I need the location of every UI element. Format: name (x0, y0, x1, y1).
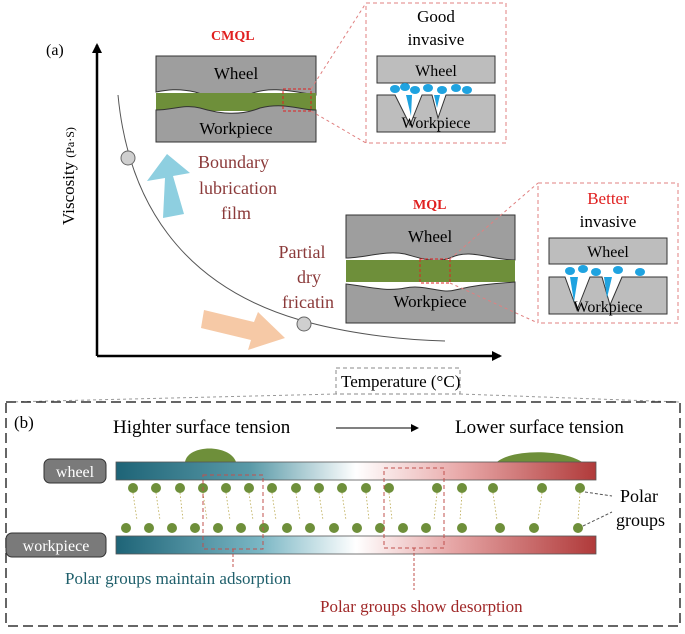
polar-groups-bottom (121, 523, 583, 533)
mql-zoom-line-bottom (449, 282, 539, 324)
wheel-tag (43, 458, 107, 484)
cmql-zoom-workpiece-label: Workpiece (402, 115, 471, 132)
zoom-connector-right (459, 393, 681, 403)
mql-contact-diagram: Wheel Workpiece (345, 214, 516, 324)
panel-b: (b) Highter surface tension Lower surfac… (5, 401, 681, 627)
polar-groups-top (128, 483, 585, 493)
wheel-surface-bar (115, 461, 597, 481)
x-axis-label-box (335, 367, 461, 395)
dry-friction-arrow (201, 310, 285, 350)
polar-groups-label-1: Polar (620, 486, 658, 506)
polar-pointer-bottom (582, 511, 613, 527)
polar-pointer-top (584, 491, 613, 497)
cmql-contact-diagram: Wheel Workpiece (155, 55, 317, 143)
higher-tension-label: Highter surface tension (113, 417, 291, 438)
polar-groups-label-2: groups (616, 510, 665, 530)
polar-chains (132, 492, 581, 521)
cmql-zoom-workpiece (376, 94, 496, 133)
dry-friction-label-1: Partial (279, 242, 326, 262)
cmql-zoom-wheel (376, 55, 496, 84)
mql-zoom-panel: Better invasive Wheel Workpiece (537, 182, 679, 324)
boundary-film-arrow (147, 154, 190, 218)
workpiece-tag-label: workpiece (23, 538, 90, 555)
dry-friction-label-3: fricatin (282, 292, 334, 312)
y-axis-label: Viscosity(Pa·S) (59, 127, 78, 225)
mql-wheel-label: Wheel (408, 227, 453, 246)
adsorption-caption: Polar groups maintain adsorption (65, 569, 292, 588)
mql-workpiece (345, 281, 516, 324)
cmql-droplets (390, 83, 472, 116)
cmql-zoom-panel: Good invasive Wheel Workpiece (365, 2, 507, 144)
mql-point-marker (296, 316, 312, 332)
cmql-title: CMQL (211, 29, 255, 44)
cmql-point-marker (120, 150, 136, 166)
mql-zoom-line-top (449, 182, 539, 260)
mql-zoom-wheel (548, 237, 668, 265)
boundary-film-label-1: Boundary (198, 152, 269, 172)
cmql-wheel-label: Wheel (214, 64, 259, 83)
dry-friction-label-2: dry (297, 267, 321, 287)
low-tension-droplet (497, 452, 582, 462)
mql-workpiece-label: Workpiece (393, 292, 466, 311)
mql-zoom-title-1: Better (587, 189, 629, 208)
mql-droplets (565, 265, 645, 302)
lower-tension-label: Lower surface tension (455, 417, 624, 438)
panel-a-label: (a) (46, 42, 64, 59)
x-axis-label: Temperature (°C) (341, 372, 460, 391)
workpiece-tag (5, 532, 107, 558)
mql-zoom-wheel-label: Wheel (587, 244, 629, 261)
high-tension-droplet (185, 448, 236, 462)
workpiece-surface-bar (115, 535, 597, 555)
mql-zoom-workpiece (548, 276, 668, 315)
zoom-connector-left (7, 393, 337, 403)
panel-b-label: (b) (14, 413, 34, 432)
mql-zoom-title-2: invasive (580, 212, 637, 231)
cmql-zoom-title-1: Good (417, 7, 455, 26)
mql-title: MQL (413, 198, 446, 213)
cmql-zoom-line-bottom (310, 110, 367, 144)
panel-a: (a) Viscosity(Pa·S) Temperature (°C) CMQ… (46, 2, 679, 395)
cmql-zoom-line-top (310, 2, 367, 90)
desorption-caption: Polar groups show desorption (320, 597, 523, 616)
cmql-workpiece (155, 105, 317, 143)
cmql-workpiece-label: Workpiece (199, 119, 272, 138)
panel-b-frame (5, 401, 681, 627)
mql-oil-film (346, 260, 515, 282)
boundary-film-label-2: lubrication (199, 178, 277, 198)
viscosity-curve (117, 94, 446, 342)
mql-zoom-workpiece-label: Workpiece (574, 299, 643, 316)
boundary-film-label-3: film (221, 203, 251, 223)
wheel-tag-label: wheel (56, 464, 95, 481)
cmql-zoom-title-2: invasive (408, 30, 465, 49)
cmql-zoom-wheel-label: Wheel (415, 63, 457, 80)
mql-zoom-marker (419, 258, 451, 284)
